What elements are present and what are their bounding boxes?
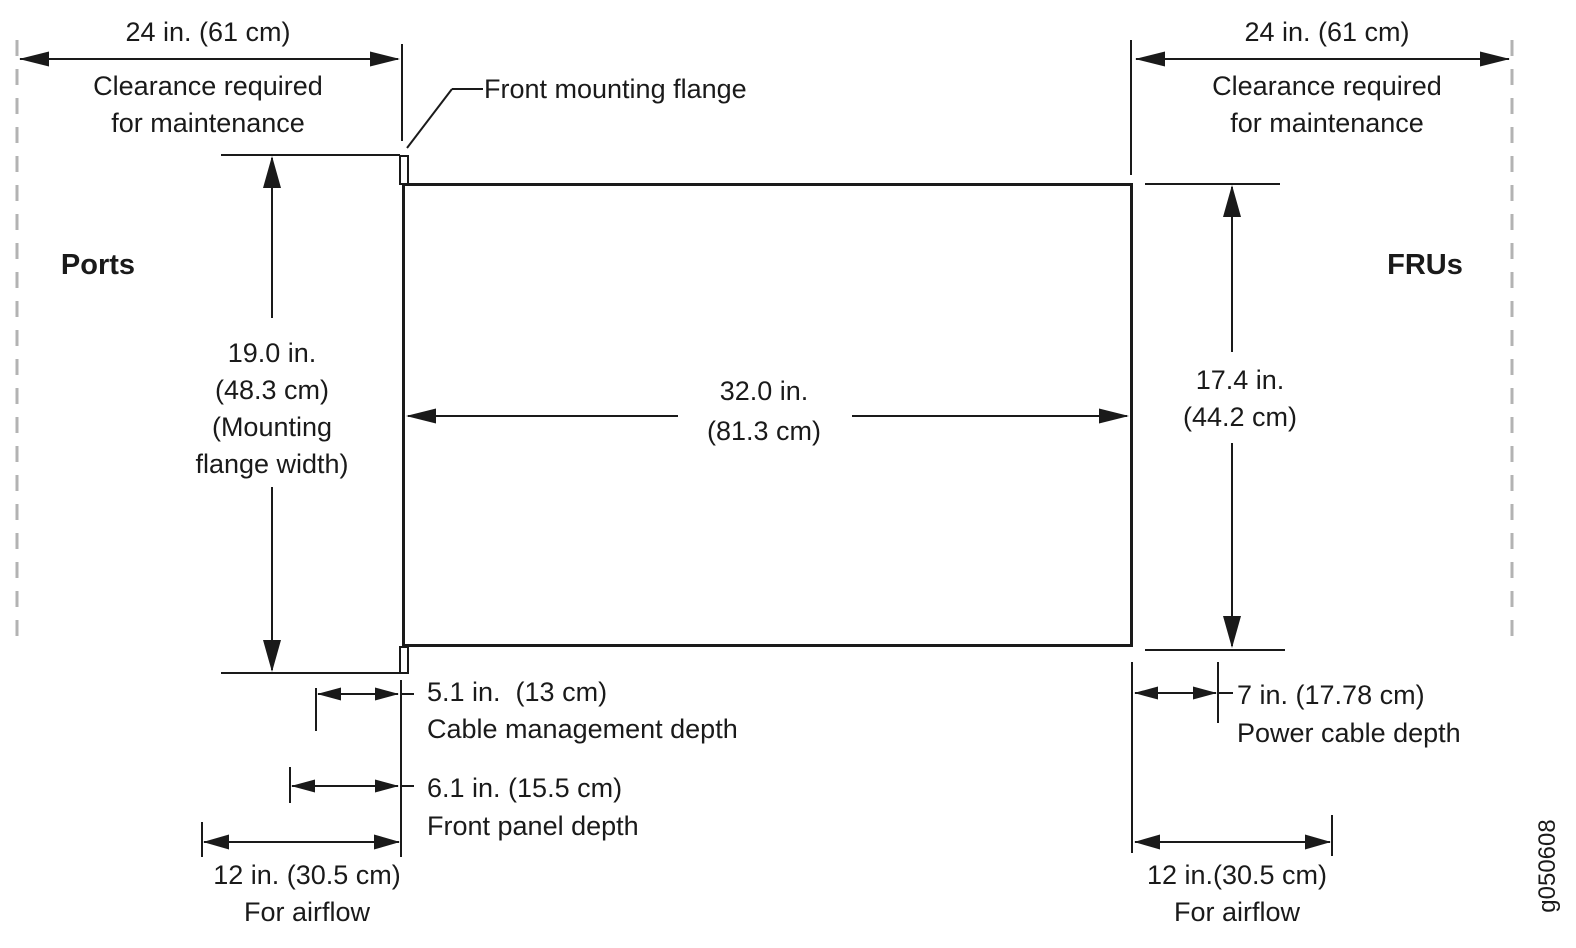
arrowhead-chassis-depth-r bbox=[1099, 408, 1129, 424]
arrowhead-flange-width-up bbox=[263, 156, 281, 188]
cable-mgmt-desc: Cable management depth bbox=[427, 714, 738, 744]
airflow-left-value: 12 in. (30.5 cm) bbox=[213, 860, 401, 890]
arrowhead-front-panel-r bbox=[375, 779, 399, 793]
arrowhead-clearance-left-r bbox=[370, 51, 400, 67]
clearance-right-value: 24 in. (61 cm) bbox=[1244, 17, 1410, 47]
figure-id: g050608 bbox=[1534, 819, 1561, 913]
front-mounting-flange-bottom bbox=[399, 646, 409, 674]
flange-width-line2: (48.3 cm) bbox=[214, 375, 330, 405]
clearance-boundaries bbox=[15, 40, 1514, 647]
clearance-right-desc-line1: Clearance required bbox=[1212, 71, 1442, 101]
arrowhead-chassis-depth-l bbox=[406, 408, 436, 424]
front-panel-label: 6.1 in. (15.5 cm) Front panel depth bbox=[427, 769, 639, 845]
clearance-left-desc-line2: for maintenance bbox=[111, 108, 305, 138]
arrowhead-cable-mgmt-l bbox=[317, 687, 341, 701]
extension-lines bbox=[201, 40, 1333, 857]
front-panel-desc: Front panel depth bbox=[427, 811, 639, 841]
arrowhead-cable-mgmt-r bbox=[375, 687, 399, 701]
arrowhead-airflow-right-r bbox=[1305, 834, 1331, 850]
airflow-right-label: 12 in.(30.5 cm) For airflow bbox=[1112, 857, 1362, 931]
ports-label: Ports bbox=[60, 249, 136, 281]
power-cable-label: 7 in. (17.78 cm) Power cable depth bbox=[1237, 676, 1461, 752]
arrowhead-power-cable-r bbox=[1193, 686, 1217, 700]
clearance-right-desc: Clearance required for maintenance bbox=[1152, 68, 1502, 142]
flange-width-line4: flange width) bbox=[195, 449, 349, 479]
power-cable-desc: Power cable depth bbox=[1237, 718, 1461, 748]
airflow-left-label: 12 in. (30.5 cm) For airflow bbox=[182, 857, 432, 931]
arrowhead-chassis-width-up bbox=[1223, 185, 1241, 217]
arrowhead-chassis-width-down bbox=[1223, 616, 1241, 648]
airflow-left-desc: For airflow bbox=[243, 897, 371, 927]
arrowhead-clearance-right-l bbox=[1135, 51, 1165, 67]
clearance-left-desc-line1: Clearance required bbox=[93, 71, 323, 101]
arrowheads bbox=[19, 51, 1510, 850]
flange-width-line1: 19.0 in. bbox=[227, 338, 317, 368]
arrowhead-front-panel-l bbox=[291, 779, 315, 793]
arrowhead-airflow-left-r bbox=[374, 834, 400, 850]
arrowhead-clearance-left-l bbox=[19, 51, 49, 67]
flange-width-line3: (Mounting bbox=[211, 412, 333, 442]
arrowhead-power-cable-l bbox=[1134, 686, 1158, 700]
chassis-depth-label: 32.0 in. (81.3 cm) bbox=[639, 371, 889, 451]
chassis-depth-line1: 32.0 in. bbox=[719, 376, 809, 406]
arrowhead-airflow-left-l bbox=[203, 834, 229, 850]
frus-label: FRUs bbox=[1387, 249, 1463, 281]
arrowhead-clearance-right-r bbox=[1480, 51, 1510, 67]
chassis-depth-line2: (81.3 cm) bbox=[706, 416, 822, 446]
front-mounting-flange-top bbox=[399, 155, 409, 185]
power-cable-value: 7 in. (17.78 cm) bbox=[1237, 680, 1425, 710]
front-mounting-flange-label: Front mounting flange bbox=[484, 74, 747, 104]
airflow-right-desc: For airflow bbox=[1173, 897, 1301, 927]
flange-width-label: 19.0 in. (48.3 cm) (Mounting flange widt… bbox=[147, 335, 397, 483]
front-panel-value: 6.1 in. (15.5 cm) bbox=[427, 773, 623, 803]
clearance-left-value: 24 in. (61 cm) bbox=[125, 17, 291, 47]
arrowhead-airflow-right-l bbox=[1134, 834, 1160, 850]
clearance-left-desc: Clearance required for maintenance bbox=[33, 68, 383, 142]
cable-mgmt-value: 5.1 in. (13 cm) bbox=[427, 677, 608, 707]
chassis-width-label: 17.4 in. (44.2 cm) bbox=[1130, 362, 1350, 436]
chassis-width-line2: (44.2 cm) bbox=[1182, 402, 1298, 432]
cable-mgmt-label: 5.1 in. (13 cm) Cable management depth bbox=[427, 674, 738, 748]
airflow-right-value: 12 in.(30.5 cm) bbox=[1146, 860, 1328, 890]
clearance-right-desc-line2: for maintenance bbox=[1230, 108, 1424, 138]
chassis-width-line1: 17.4 in. bbox=[1195, 365, 1285, 395]
arrowhead-flange-width-down bbox=[263, 640, 281, 672]
flange-leader-diagonal bbox=[406, 88, 453, 149]
